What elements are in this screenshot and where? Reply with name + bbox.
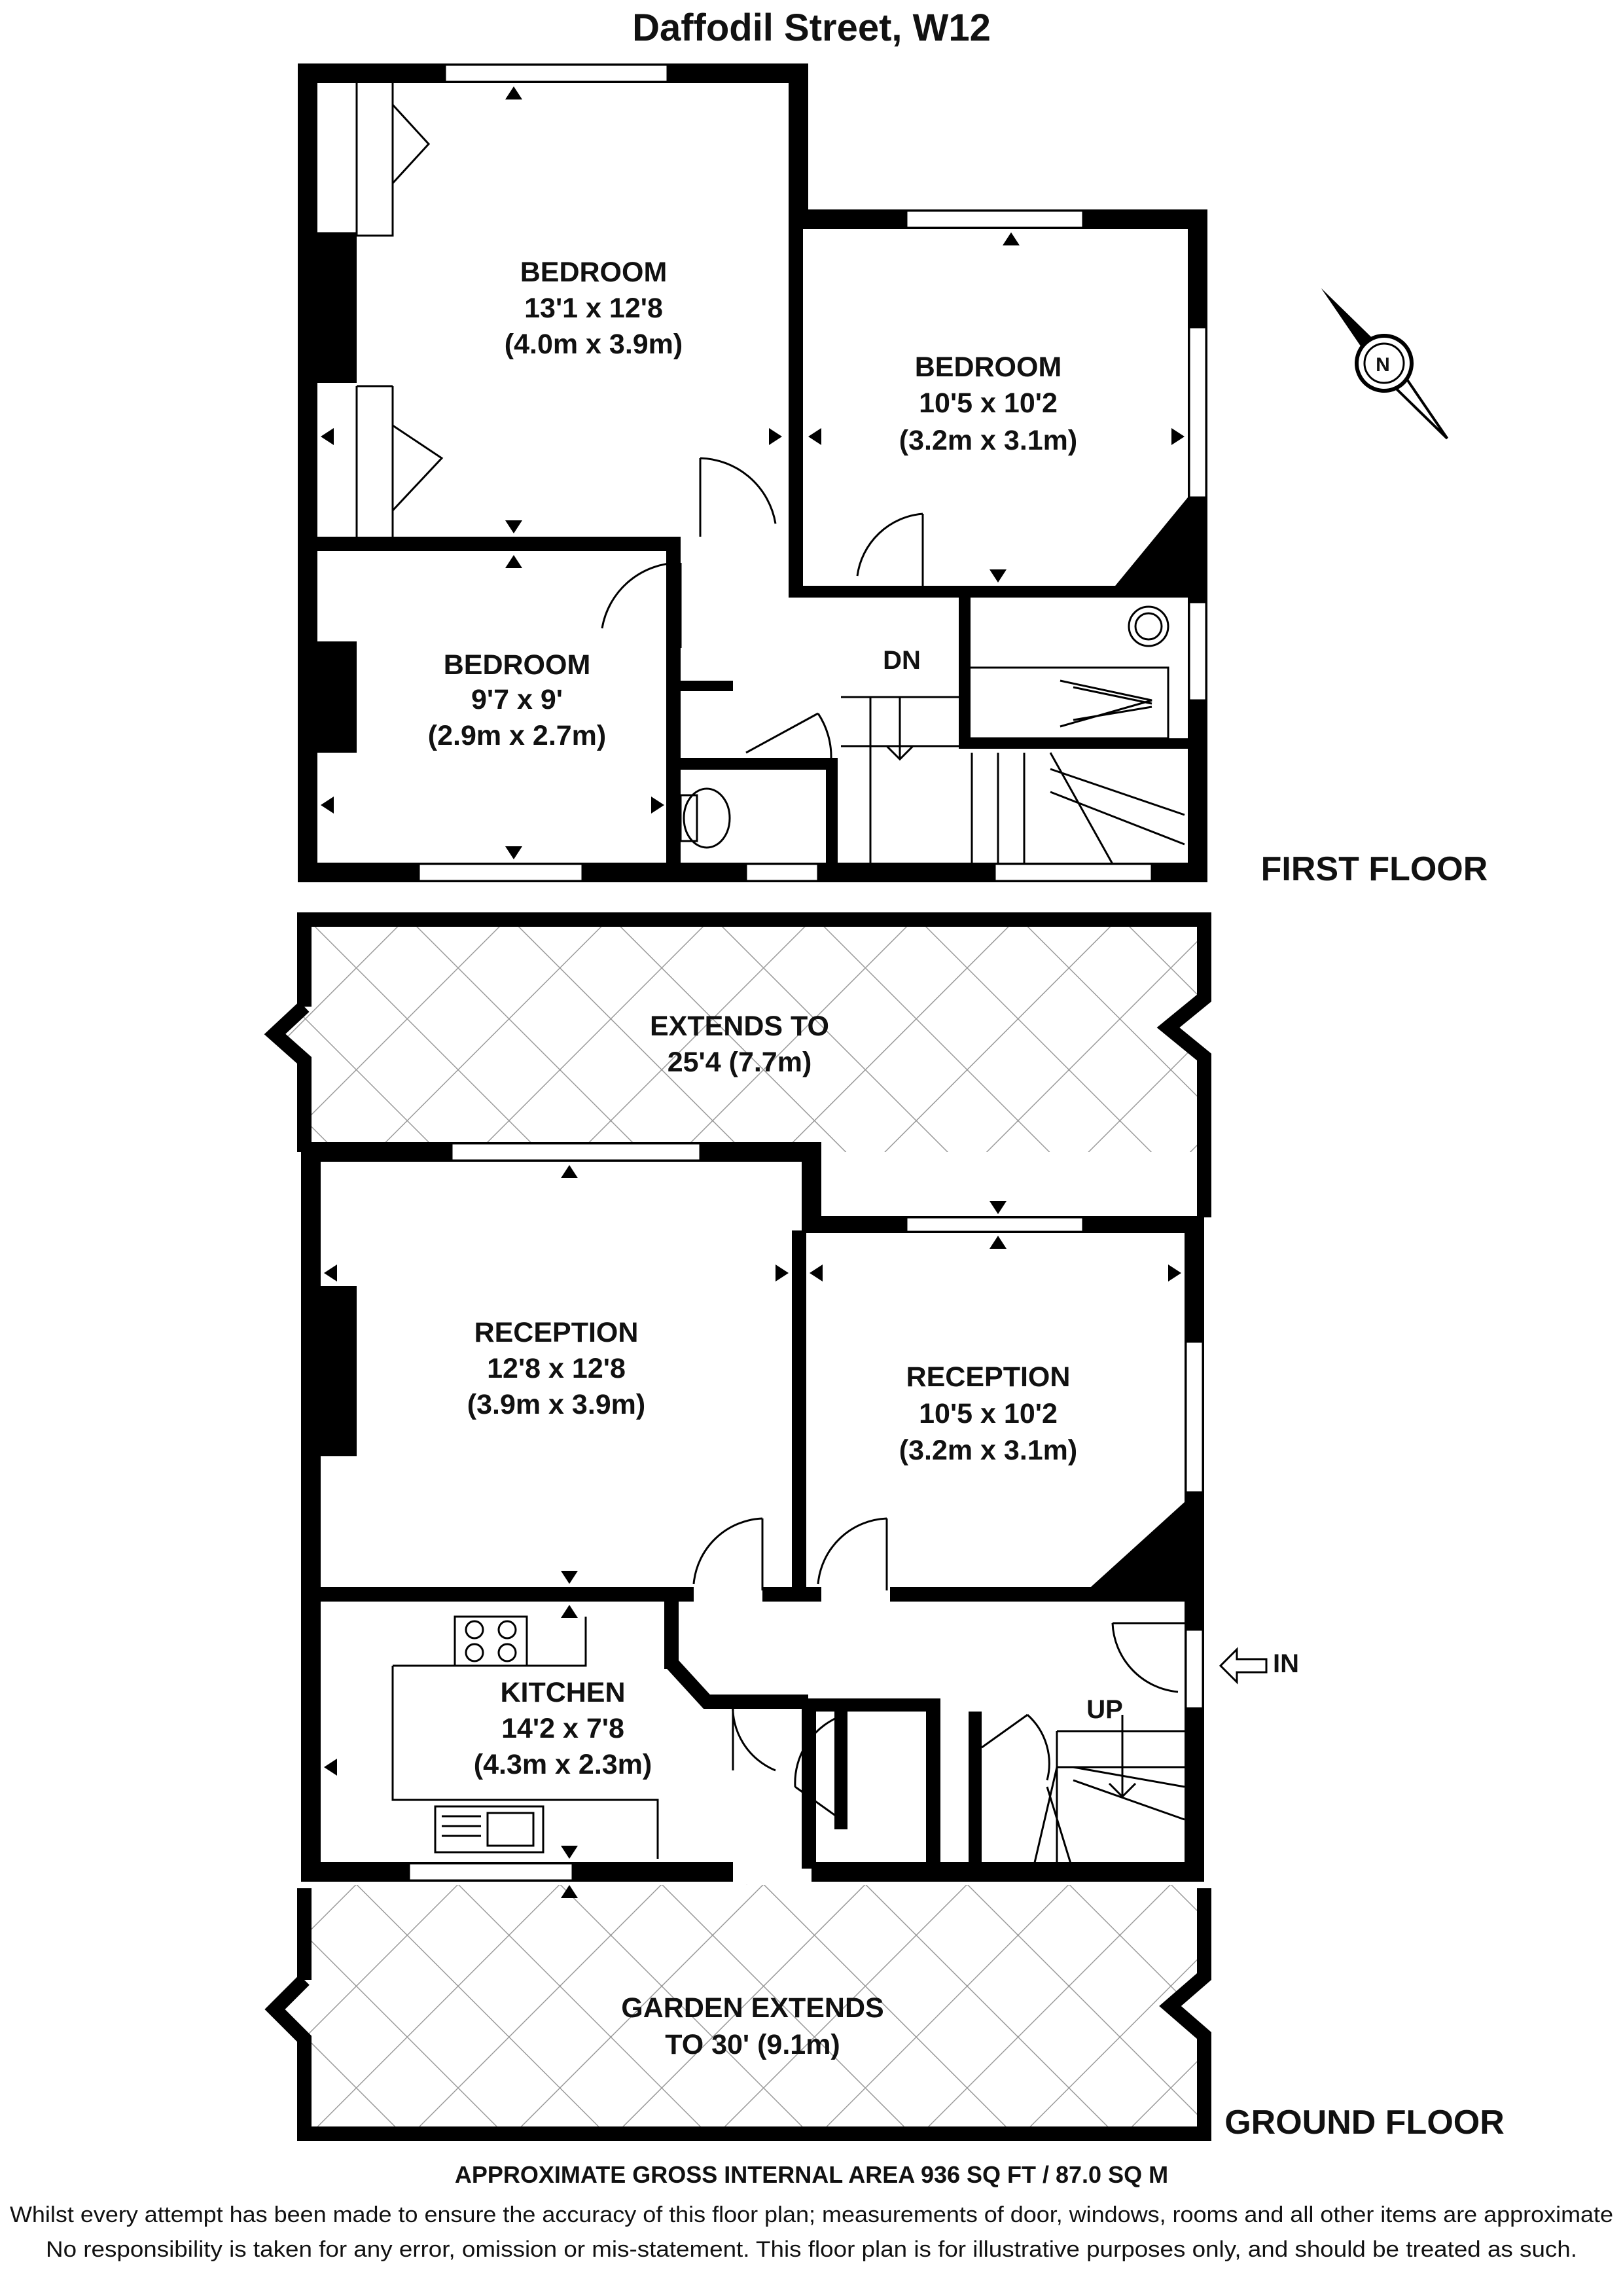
disclaimer-line2: No responsibility is taken for any error… [46,2237,1577,2262]
ground-floor-plan [264,912,1268,2141]
ground-floor-label: GROUND FLOOR [1224,2104,1505,2142]
room-name: BEDROOM [915,351,1062,383]
room-size-metric: (3.9m x 3.9m) [467,1389,645,1420]
stairs-down-label: DN [883,646,921,675]
garden-line2: TO 30' (9.1m) [665,2029,840,2060]
room-name: KITCHEN [500,1677,625,1708]
room-name: BEDROOM [444,649,591,681]
entrance-label: IN [1273,1649,1299,1678]
room-size-imperial: 10'5 x 10'2 [919,1398,1058,1429]
room-name: RECEPTION [906,1361,1071,1393]
room-name: BEDROOM [520,257,668,288]
room-name: RECEPTION [474,1317,639,1348]
front-area-line2: 25'4 (7.7m) [668,1047,812,1078]
room-size-imperial: 10'5 x 10'2 [919,387,1058,419]
room-size-imperial: 9'7 x 9' [471,684,563,715]
disclaimer-line1: Whilst every attempt has been made to en… [10,2202,1613,2227]
room-size-imperial: 14'2 x 7'8 [501,1713,624,1744]
room-size-metric: (3.2m x 3.1m) [899,1435,1077,1466]
gross-area-summary: APPROXIMATE GROSS INTERNAL AREA 936 SQ F… [455,2161,1168,2188]
garden-line1: GARDEN EXTENDS [621,1992,883,2024]
front-area-line1: EXTENDS TO [650,1011,829,1042]
room-size-imperial: 13'1 x 12'8 [524,293,663,324]
room-size-metric: (3.2m x 3.1m) [899,425,1077,456]
room-size-metric: (4.3m x 2.3m) [474,1749,652,1780]
room-size-metric: (2.9m x 2.7m) [428,720,606,751]
room-size-imperial: 12'8 x 12'8 [487,1353,626,1384]
room-size-metric: (4.0m x 3.9m) [505,329,683,360]
stairs-up-label: UP [1086,1695,1123,1724]
first-floor-plan [298,63,1207,882]
plan-title: Daffodil Street, W12 [632,7,991,49]
compass-north-letter: N [1376,354,1390,376]
first-floor-label: FIRST FLOOR [1261,850,1488,888]
north-compass-icon [1321,288,1449,440]
